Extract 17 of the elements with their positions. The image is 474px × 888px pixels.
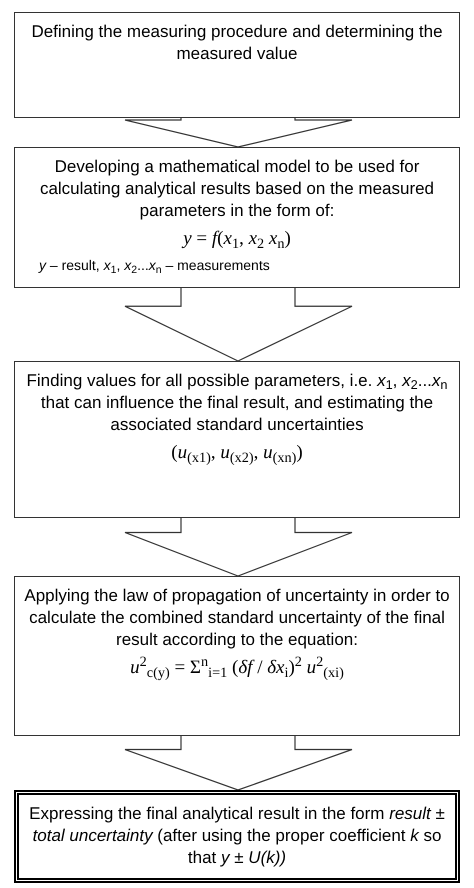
process-box [14,790,460,883]
step-text: Expressing the final analytical result in the form result ± total uncertainty (after using the proper coefficient k so that y ± U(k)) [28,803,446,869]
step-text: Applying the law of propagation of uncertainty in order to calculate the combined standard uncertainty of the final result according to the equation: [23,585,451,651]
formula: y = f(x$_{1}$, x$_{2}$ x$_{n}$) [183,227,291,252]
block-arrow [124,517,353,577]
block-arrow [124,735,353,791]
process-box [14,361,460,518]
block-arrow [124,117,353,148]
step-text: Finding values for all possible parameters, i.e. x$_{1}$, x$_{2}$...x$_{n}$ that can influence the final result, and estimating the associated standard uncertainties [26,370,448,436]
block-arrow [124,287,353,362]
note-text: y – result, x$_{1}$, x$_{2}$...x$_{n}$ – measurements [37,256,270,274]
process-box [14,12,460,118]
process-box [14,147,460,288]
step-text: Developing a mathematical model to be used for calculating analytical results based on the measured parameters in the form of: [38,156,436,222]
formula: (u$_{(x1)}$, u$_{(x2)}$, u$_{(xn)}$) [171,441,303,466]
step-text: Defining the measuring procedure and determining the measured value [30,21,444,65]
process-box [14,576,460,736]
